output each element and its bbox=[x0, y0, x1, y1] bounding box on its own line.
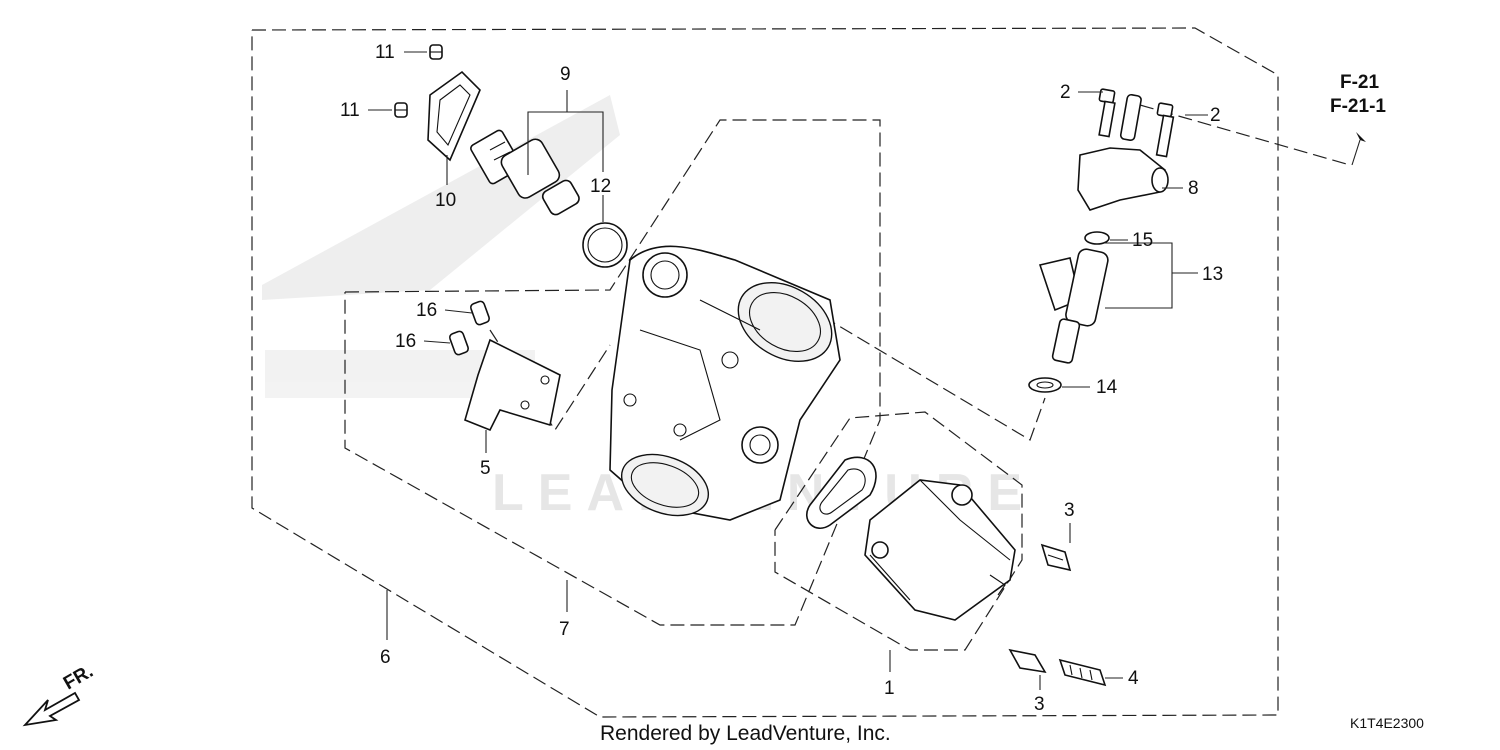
sensor-connector-icon bbox=[470, 129, 580, 216]
callout-12: 12 bbox=[590, 176, 611, 197]
gasket-icon bbox=[427, 70, 481, 162]
bolt-icon bbox=[1008, 648, 1047, 674]
callout-2: 2 bbox=[1210, 105, 1221, 126]
callout-16: 16 bbox=[416, 300, 437, 321]
callout-2: 2 bbox=[1060, 82, 1071, 103]
group-boundary-1 bbox=[774, 411, 1023, 651]
callout-3: 3 bbox=[1034, 694, 1045, 715]
screw-icon bbox=[448, 330, 470, 356]
callout-5: 5 bbox=[480, 458, 491, 479]
reference-arrow bbox=[1351, 132, 1366, 166]
leader-lines bbox=[368, 51, 1208, 690]
callout-7: 7 bbox=[559, 619, 570, 640]
gasket-icon bbox=[806, 456, 877, 529]
motor-icon bbox=[864, 479, 1016, 621]
seal-icon bbox=[1028, 377, 1062, 393]
o-ring-icon bbox=[1084, 231, 1110, 245]
bracket-icon bbox=[464, 338, 561, 432]
callout-4: 4 bbox=[1128, 668, 1139, 689]
reference-label: F-21 bbox=[1340, 72, 1380, 93]
callout-13: 13 bbox=[1202, 264, 1223, 285]
bolt-icon bbox=[1098, 88, 1116, 138]
o-ring-icon bbox=[582, 222, 628, 268]
callout-3: 3 bbox=[1064, 500, 1075, 521]
screw-icon bbox=[469, 300, 491, 326]
callout-15: 15 bbox=[1132, 230, 1153, 251]
callout-11: 11 bbox=[375, 42, 395, 63]
callout-9: 9 bbox=[560, 64, 571, 85]
reference-label: F-21-1 bbox=[1330, 96, 1386, 117]
front-arrow-icon bbox=[22, 691, 81, 727]
fuel-joint-icon bbox=[1077, 93, 1169, 211]
front-marker: FR. bbox=[60, 661, 97, 694]
diagram-code: K1T4E2300 bbox=[1350, 715, 1424, 731]
screw-icon bbox=[429, 44, 443, 60]
bolt-icon bbox=[1058, 658, 1107, 687]
callout-1: 1 bbox=[884, 678, 895, 699]
callout-6: 6 bbox=[380, 647, 391, 668]
bolt-icon bbox=[1155, 102, 1175, 158]
assembly-boundary-6 bbox=[251, 27, 1279, 718]
bracket-path-line bbox=[489, 329, 611, 432]
bolt-icon bbox=[1040, 543, 1072, 572]
callout-14: 14 bbox=[1096, 377, 1118, 398]
f21-path-line bbox=[1139, 104, 1351, 166]
callout-16: 16 bbox=[395, 331, 416, 352]
callout-10: 10 bbox=[435, 190, 456, 211]
credit-text: Rendered by LeadVenture, Inc. bbox=[600, 722, 891, 745]
callout-8: 8 bbox=[1188, 178, 1199, 199]
throttle-body-icon bbox=[609, 245, 841, 521]
group-boundary-7 bbox=[344, 119, 881, 626]
injector-icon bbox=[1038, 248, 1109, 364]
callout-11: 11 bbox=[340, 100, 360, 121]
screw-icon bbox=[394, 102, 408, 118]
